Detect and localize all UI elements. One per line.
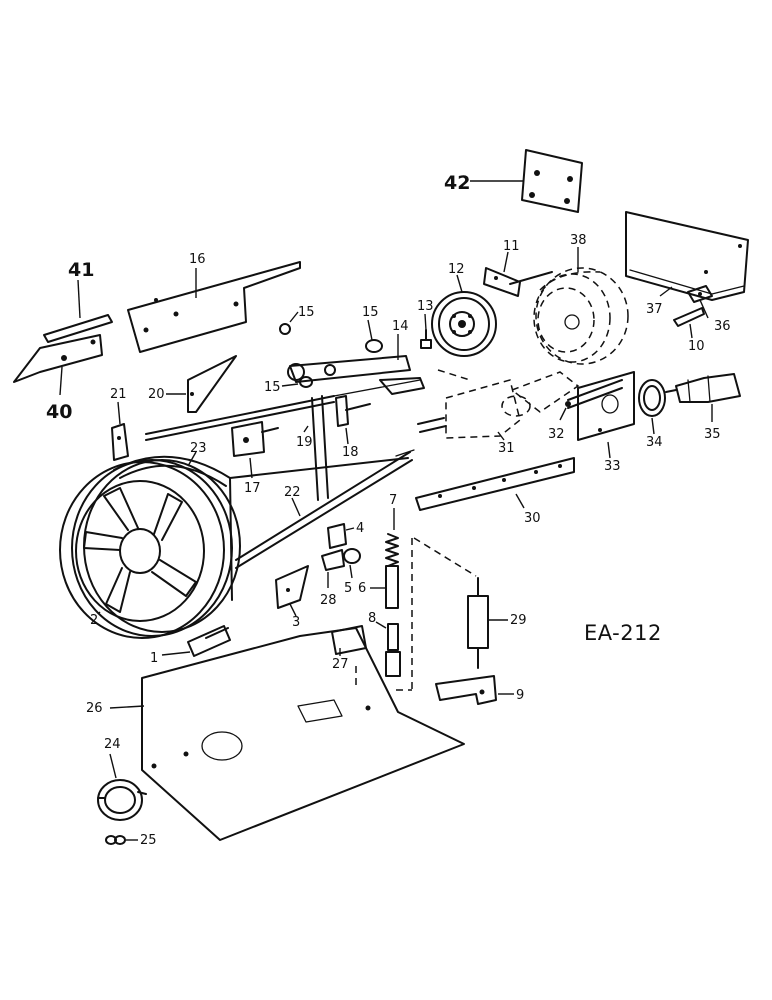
part-9-bracket [435,675,497,705]
part-1-bracket [187,625,231,657]
callout-34: 33 [604,459,621,474]
callout-15-lower: 15 [264,380,281,395]
callout-9: 9 [516,688,524,703]
callout-27: 26 [86,701,103,716]
part-30-cylinder [467,577,489,669]
part-29-yoke [321,549,345,571]
callout-6: 6 [358,581,366,596]
part-39-tire [533,267,629,365]
part-11-bracket [483,267,553,297]
callout-40: 40 [46,401,72,423]
part-22-bracket [111,423,129,461]
part-38-shield [625,211,749,301]
callout-7: 7 [389,493,397,508]
callout-21: 20 [148,387,165,402]
control-rod [145,379,421,441]
part-32-gearbox [417,369,580,439]
part-37-bracket [687,285,713,303]
part-41-bracket [43,314,113,343]
part-8-bolt [385,623,401,677]
callout-5: 5 [344,581,352,596]
reference-code: EA-212 [584,621,662,645]
callout-31: 30 [524,511,541,526]
callout-12: 12 [448,262,465,277]
part-27-base-plate [141,627,465,841]
part-12-pulley [431,291,497,357]
part-2-pulley [59,459,241,639]
callout-24: 23 [190,441,207,456]
callout-18: 17 [244,481,261,496]
callout-39: 38 [570,233,587,248]
part-5-nut [343,548,361,564]
part-36-coupling [665,373,741,403]
part-3-bracket [275,565,309,609]
callout-22: 21 [110,387,127,402]
part-35-ring [638,379,666,417]
part-16-nut [279,323,291,335]
part-34-plate [577,371,635,441]
callout-14: 14 [392,319,409,334]
callout-29: 28 [320,593,337,608]
callout-15-upper: 15 [362,305,379,320]
callout-36: 35 [704,427,721,442]
part-10-clip [673,307,705,327]
callout-10: 10 [688,339,705,354]
part-13-bolt [420,329,432,349]
callout-41: 41 [68,259,94,281]
part-18-plate [231,421,279,457]
part-23-rods [235,449,415,569]
callout-25: 24 [104,737,121,752]
callout-19: 18 [342,445,359,460]
callout-38: 37 [646,302,663,317]
callout-33: 32 [548,427,565,442]
callout-17: 16 [189,252,206,267]
part-26-bolt [105,835,126,845]
callout-26: 25 [140,833,157,848]
part-21-bracket [187,355,237,413]
part-19-clip [335,395,371,427]
part-20-rod [311,395,329,501]
part-17-plate [127,261,301,353]
callout-32: 31 [498,441,515,456]
callout-8: 8 [368,611,376,626]
callout-13: 13 [417,299,434,314]
callout-4: 4 [356,521,364,536]
callout-3: 3 [292,615,300,630]
part-15-bushing-upper [365,339,383,353]
callout-16: 15 [298,305,315,320]
part-25-ring [97,779,147,821]
callout-28: 27 [332,657,349,672]
part-31-bar [415,457,575,511]
callout-20: 19 [296,435,313,450]
part-4-clip [327,523,347,549]
callout-23: 22 [284,485,301,500]
callout-42: 42 [444,172,470,194]
callout-1: 1 [150,651,158,666]
callout-30: 29 [510,613,527,628]
callout-2: 2 [90,613,98,628]
callout-11: 11 [503,239,520,254]
callout-37: 36 [714,319,731,334]
part-40-bracket [13,334,103,383]
part-6-pin [385,565,399,609]
part-14-lever [287,355,425,395]
callout-35: 34 [646,435,663,450]
part-7-spring [385,533,399,567]
part-42-plate [521,149,583,213]
